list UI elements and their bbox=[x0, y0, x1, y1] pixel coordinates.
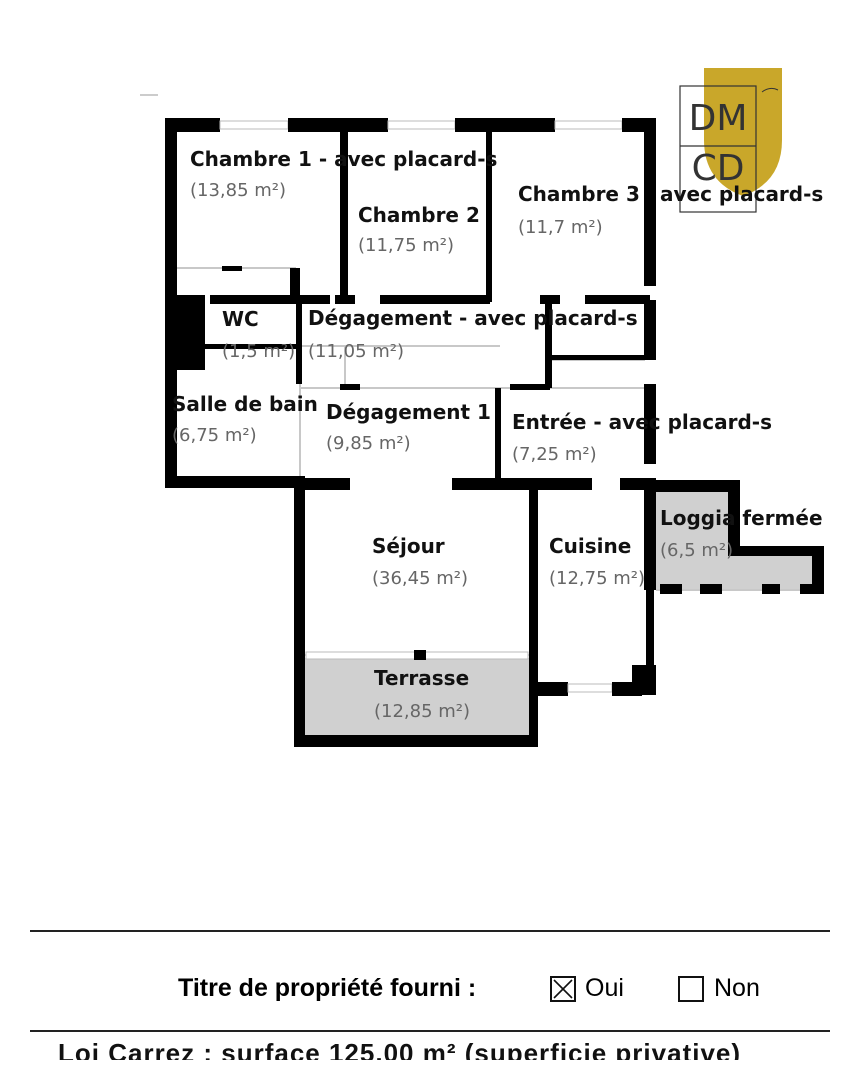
room-area-loggia: (6,5 m²) bbox=[660, 540, 733, 561]
ownership-title-row: Titre de propriété fourni : Oui Non bbox=[0, 968, 860, 1012]
walls bbox=[165, 118, 824, 747]
svg-text:DM: DM bbox=[689, 98, 748, 139]
room-name-sejour: Séjour bbox=[372, 534, 445, 558]
room-name-entree: Entrée - avec placard-s bbox=[512, 410, 772, 434]
room-name-chambre3: Chambre 3 bbox=[518, 182, 640, 206]
room-area-degagement: (11,05 m²) bbox=[308, 341, 404, 362]
cut-off-text: Loi Carrez : surface 125,00 m² (superfic… bbox=[58, 1040, 778, 1060]
room-area-degagement1: (9,85 m²) bbox=[326, 433, 411, 454]
room-name-wc: WC bbox=[222, 307, 259, 331]
non-label: Non bbox=[714, 974, 760, 1002]
room-area-sejour: (36,45 m²) bbox=[372, 568, 468, 589]
room-name-degagement1: Dégagement 1 bbox=[326, 400, 491, 424]
room-area-cuisine: (12,75 m²) bbox=[549, 568, 645, 589]
room-name-terrasse: Terrasse bbox=[374, 666, 469, 690]
room-name-loggia: Loggia fermée bbox=[660, 506, 823, 530]
room-name-degagement: Dégagement - avec placard-s bbox=[308, 306, 638, 330]
room-labels: Chambre 1 - avec placard-s (13,85 m²) Cham… bbox=[172, 147, 823, 722]
room-area-chambre3: (11,7 m²) bbox=[518, 217, 603, 238]
oui-checkbox[interactable] bbox=[550, 976, 576, 1002]
room-area-sdb: (6,75 m²) bbox=[172, 425, 257, 446]
room-area-terrasse: (12,85 m²) bbox=[374, 701, 470, 722]
room-area-entree: (7,25 m²) bbox=[512, 444, 597, 465]
oui-label: Oui bbox=[585, 974, 624, 1002]
room-area-chambre1: (13,85 m²) bbox=[190, 180, 286, 201]
check-x-icon bbox=[553, 979, 573, 999]
room-name-chambre3b: avec placard-s bbox=[660, 182, 823, 206]
dmcd-logo: DM CD bbox=[679, 68, 782, 213]
terrasse-area bbox=[300, 658, 530, 742]
non-checkbox[interactable] bbox=[678, 976, 704, 1002]
title-question: Titre de propriété fourni : bbox=[178, 974, 477, 1002]
room-name-sdb: Salle de bain bbox=[172, 392, 318, 416]
room-name-chambre2: Chambre 2 bbox=[358, 203, 480, 227]
floor-plan: DM CD Chambre 1 - avec placard-s (13,85 m… bbox=[140, 68, 824, 747]
svg-text:CD: CD bbox=[692, 148, 745, 189]
divider-bottom bbox=[30, 1030, 830, 1032]
loggia-area bbox=[655, 492, 815, 590]
room-name-cuisine: Cuisine bbox=[549, 534, 631, 558]
divider-top bbox=[30, 930, 830, 932]
room-name-chambre1: Chambre 1 - avec placard-s bbox=[190, 147, 497, 171]
room-area-chambre2: (11,75 m²) bbox=[358, 235, 454, 256]
room-area-wc: (1,5 m²) bbox=[222, 341, 295, 362]
cut-off-line: Loi Carrez : surface 125,00 m² (superfic… bbox=[58, 1040, 742, 1060]
